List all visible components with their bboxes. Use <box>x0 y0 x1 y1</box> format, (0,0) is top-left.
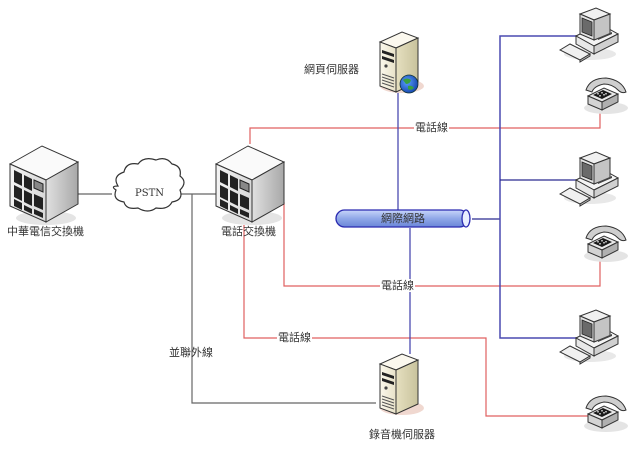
recorder-server-label: 錄音機伺服器 <box>369 428 435 441</box>
globe-icon <box>399 74 419 94</box>
web-server-label: 網頁伺服器 <box>304 63 359 76</box>
phone-line-mid <box>283 202 601 287</box>
line-parallel-external <box>191 194 376 404</box>
computer-icon-2 <box>559 151 619 207</box>
phone-line-bottom <box>243 225 588 417</box>
pstn-label: PSTN <box>135 188 164 199</box>
pstn-cloud-icon <box>112 158 185 212</box>
recorder-server-icon <box>379 353 425 416</box>
pbx-label: 電話交換機 <box>221 225 276 238</box>
phone-line-mid-label: 電話線 <box>380 279 415 292</box>
network-label: 網際網路 <box>381 212 425 225</box>
telephone-icon-3 <box>583 395 629 433</box>
pbx-switch-icon <box>215 145 285 226</box>
computer-icon-1 <box>559 7 619 63</box>
cht-switch-icon <box>9 145 79 226</box>
phone-line-top-label: 電話線 <box>414 121 449 134</box>
telephone-icon-2 <box>583 225 629 263</box>
network-bus-icon <box>335 209 471 228</box>
computer-icon-3 <box>559 309 619 365</box>
telephone-icon-1 <box>583 77 629 115</box>
phone-line-bottom-label: 電話線 <box>277 331 312 344</box>
net-trunk <box>499 35 578 339</box>
cht-switch-label: 中華電信交換機 <box>7 225 84 238</box>
parallel-line-label: 並聯外線 <box>169 346 213 359</box>
